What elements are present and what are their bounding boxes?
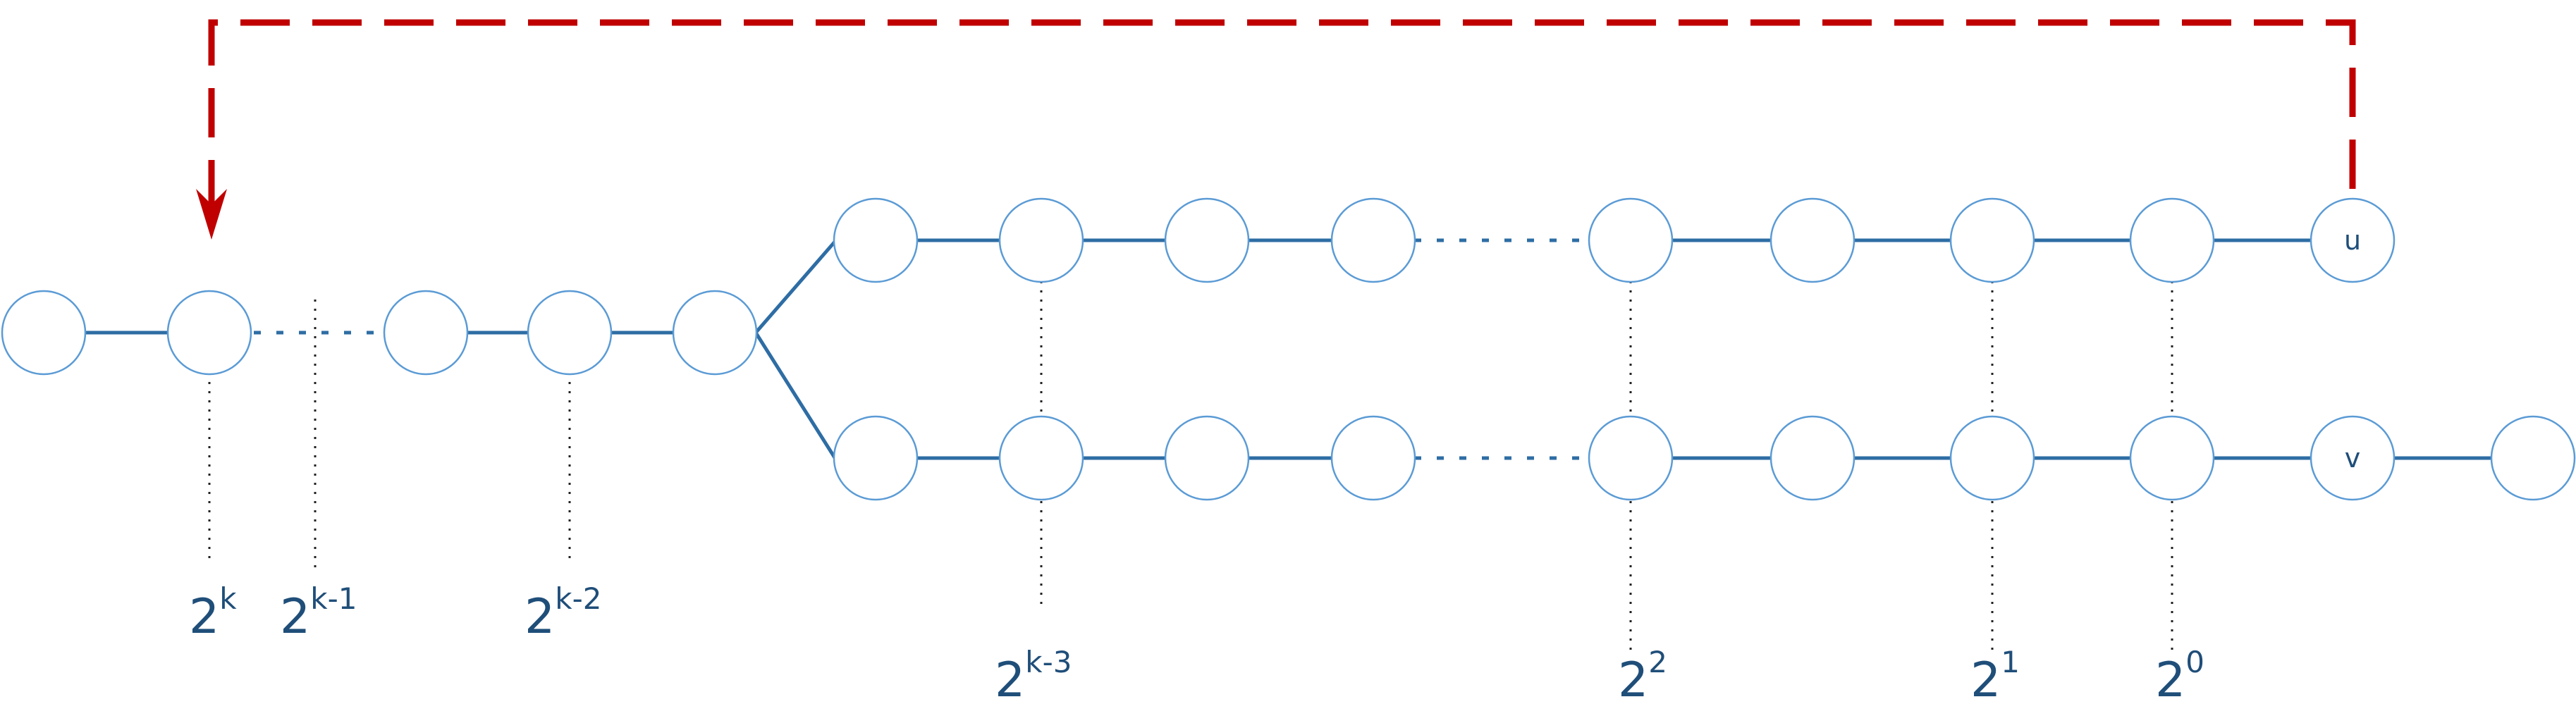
- node-v: [2310, 415, 2396, 501]
- position-markers: [208, 199, 2173, 652]
- node-u: [2310, 197, 2396, 283]
- node: [1588, 415, 1674, 501]
- node: [383, 290, 469, 376]
- elided-edges: [254, 238, 1590, 460]
- node: [2490, 415, 2576, 501]
- power-label-2-1: 21: [1970, 645, 2020, 708]
- node: [2129, 415, 2215, 501]
- back-arrow-head: [196, 189, 227, 240]
- node: [1330, 415, 1416, 501]
- node: [1, 290, 87, 376]
- power-label-2k-3: 2k-3: [995, 645, 1072, 708]
- power-label-2k-1: 2k-1: [280, 581, 357, 645]
- node: [166, 290, 252, 376]
- node: [527, 290, 613, 376]
- node: [2129, 197, 2215, 283]
- nodes: [1, 197, 2576, 501]
- branch-edge-upper: [754, 240, 837, 334]
- node: [1949, 415, 2035, 501]
- node: [833, 415, 919, 501]
- node: [833, 197, 919, 283]
- node: [1164, 415, 1250, 501]
- node: [1330, 197, 1416, 283]
- node: [1770, 415, 1856, 501]
- power-label-2k-2: 2k-2: [525, 581, 601, 645]
- back-arrow: [196, 19, 2356, 240]
- power-labels: 2k 2k-1 2k-2 2k-3 22 21 20: [189, 581, 2204, 708]
- power-label-2-2: 22: [1618, 645, 1667, 708]
- branch-edge-lower: [754, 331, 838, 460]
- node: [1588, 197, 1674, 283]
- node: [998, 197, 1084, 283]
- node: [1949, 197, 2035, 283]
- node: [1770, 197, 1856, 283]
- branch-node: [672, 290, 758, 376]
- node: [998, 415, 1084, 501]
- back-arrow-line: [208, 19, 2356, 204]
- node: [1164, 197, 1250, 283]
- edges: [86, 238, 2491, 460]
- node-v-label: v: [2345, 443, 2361, 474]
- power-label-2k: 2k: [189, 581, 237, 645]
- power-label-2-0: 20: [2155, 645, 2204, 708]
- node-u-label: u: [2344, 225, 2361, 256]
